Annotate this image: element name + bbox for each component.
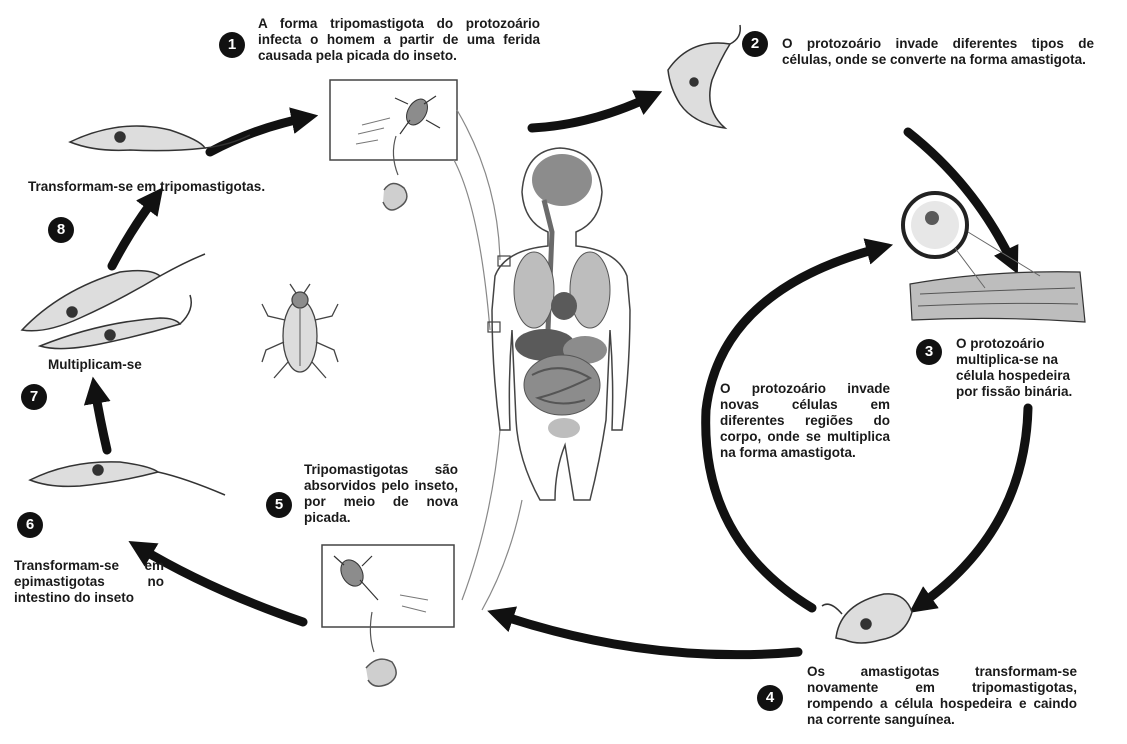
arrow-1-to-2 — [532, 97, 650, 128]
insect-vector — [262, 284, 338, 378]
step-6-text: Transformam-se em epimastigotas no intes… — [14, 558, 164, 606]
step-number-3: 3 — [916, 339, 942, 365]
arrow-5-to-6 — [140, 548, 303, 622]
step-7-text: Multiplicam-se — [48, 357, 188, 373]
arrow-7-to-8 — [112, 198, 155, 266]
arrow-4-to-5 — [500, 615, 798, 655]
arrow-6-to-7 — [95, 390, 107, 450]
leader-lines — [454, 110, 522, 610]
human-body — [488, 148, 630, 500]
epimastigote-step-6 — [30, 462, 225, 495]
step-number-2: 2 — [742, 31, 768, 57]
arrow-to-step-1 — [210, 118, 305, 152]
step-4-text: Os amastigotas transformam-se novamente … — [807, 664, 1077, 728]
parasite-step-2 — [668, 25, 740, 128]
step-3-text: O protozoário multiplica-se na célula ho… — [956, 336, 1088, 400]
parasite-step-4 — [822, 594, 912, 643]
step-number-7: 7 — [21, 384, 47, 410]
step-number-6: 6 — [17, 512, 43, 538]
step-number-5: 5 — [266, 492, 292, 518]
inner-cycle-text: O protozoário invade novas células em di… — [720, 381, 890, 461]
arrow-3-to-4 — [920, 408, 1028, 605]
step-5-text: Tripomastigotas são absorvidos pelo inse… — [304, 462, 458, 526]
bite-panel-top — [330, 80, 457, 210]
step-2-text: O protozoário invade diferentes tipos de… — [782, 36, 1094, 68]
step-1-text: A forma tripomastigota do protozoário in… — [258, 16, 540, 64]
step-number-4: 4 — [757, 685, 783, 711]
step-number-8: 8 — [48, 217, 74, 243]
step-number-1: 1 — [219, 32, 245, 58]
step-8-text: Transformam-se em tripomastigotas. — [28, 179, 318, 195]
infected-tissue-step-3 — [903, 193, 1085, 322]
bite-panel-bottom — [322, 545, 454, 686]
